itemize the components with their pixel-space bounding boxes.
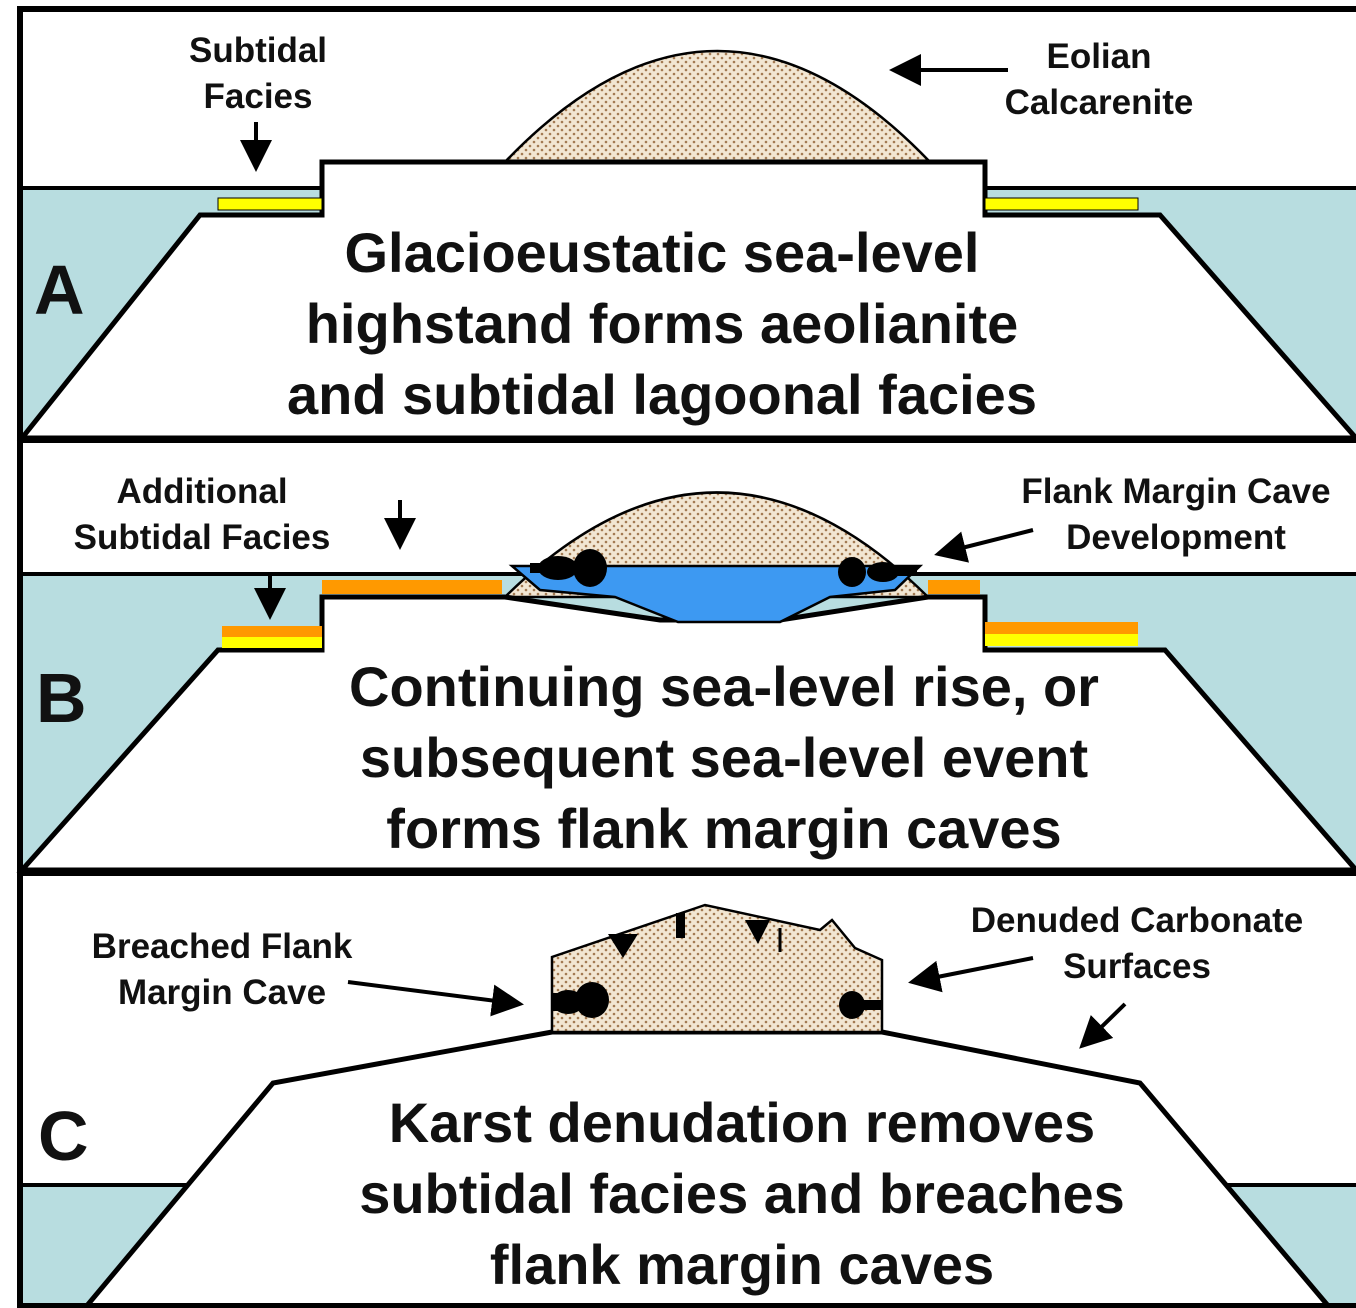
caption-c-line3: flank margin caves (490, 1233, 994, 1296)
panel-letter-b: B (36, 659, 87, 737)
breached-cave-arrow (348, 982, 520, 1004)
subtidal-yellow-left (222, 637, 322, 648)
caption-a-line3: and subtidal lagoonal facies (287, 363, 1037, 426)
subtidal-orange-left (222, 626, 322, 637)
denuded-surface-arrow-lower (1082, 1004, 1125, 1046)
caption-c-line1: Karst denudation removes (389, 1091, 1095, 1154)
subtidal-orange-top-right (928, 580, 980, 594)
subtidal-orange-top-left (322, 580, 502, 594)
denuded-label-line2: Surfaces (1063, 947, 1211, 986)
denuded-label-line1: Denuded Carbonate (971, 901, 1304, 940)
breached-label-line1: Breached Flank (92, 927, 353, 966)
additional-label-line2: Subtidal Facies (74, 518, 331, 557)
eolian-calcarenite-dune (505, 51, 930, 162)
caption-a-line1: Glacioeustatic sea-level (344, 221, 979, 284)
flank-label-line2: Development (1066, 518, 1286, 557)
panel-letter-a: A (34, 251, 85, 329)
denuded-surface-arrow-upper (912, 958, 1033, 982)
flank-label-line1: Flank Margin Cave (1021, 472, 1330, 511)
subtidal-yellow-right (985, 634, 1138, 646)
caption-b-line2: subsequent sea-level event (360, 726, 1088, 789)
caption-a-line2: highstand forms aeolianite (306, 292, 1019, 355)
subtidal-label-line2: Facies (204, 77, 313, 116)
caption-b-line1: Continuing sea-level rise, or (349, 655, 1099, 718)
caption-c-line2: subtidal facies and breaches (359, 1162, 1125, 1225)
karst-notch-2 (676, 913, 685, 938)
additional-label-line1: Additional (116, 472, 287, 511)
breached-label-line2: Margin Cave (118, 973, 326, 1012)
eolian-label-line2: Calcarenite (1005, 83, 1194, 122)
subtidal-label-line1: Subtidal (189, 31, 327, 70)
panel-c: Breached Flank Margin Cave Denuded Carbo… (22, 901, 1356, 1308)
subtidal-orange-right (985, 622, 1138, 634)
panel-b: Additional Subtidal Facies Flank Margin … (22, 472, 1356, 870)
panel-letter-c: C (38, 1097, 89, 1175)
flank-cave-arrow (938, 530, 1033, 554)
subtidal-facies-left (218, 198, 322, 210)
subtidal-facies-right (985, 198, 1138, 210)
eolian-label-line1: Eolian (1046, 37, 1151, 76)
caption-b-line3: forms flank margin caves (386, 797, 1061, 860)
panel-a: Subtidal Facies Eolian Calcarenite A Gla… (22, 31, 1356, 438)
